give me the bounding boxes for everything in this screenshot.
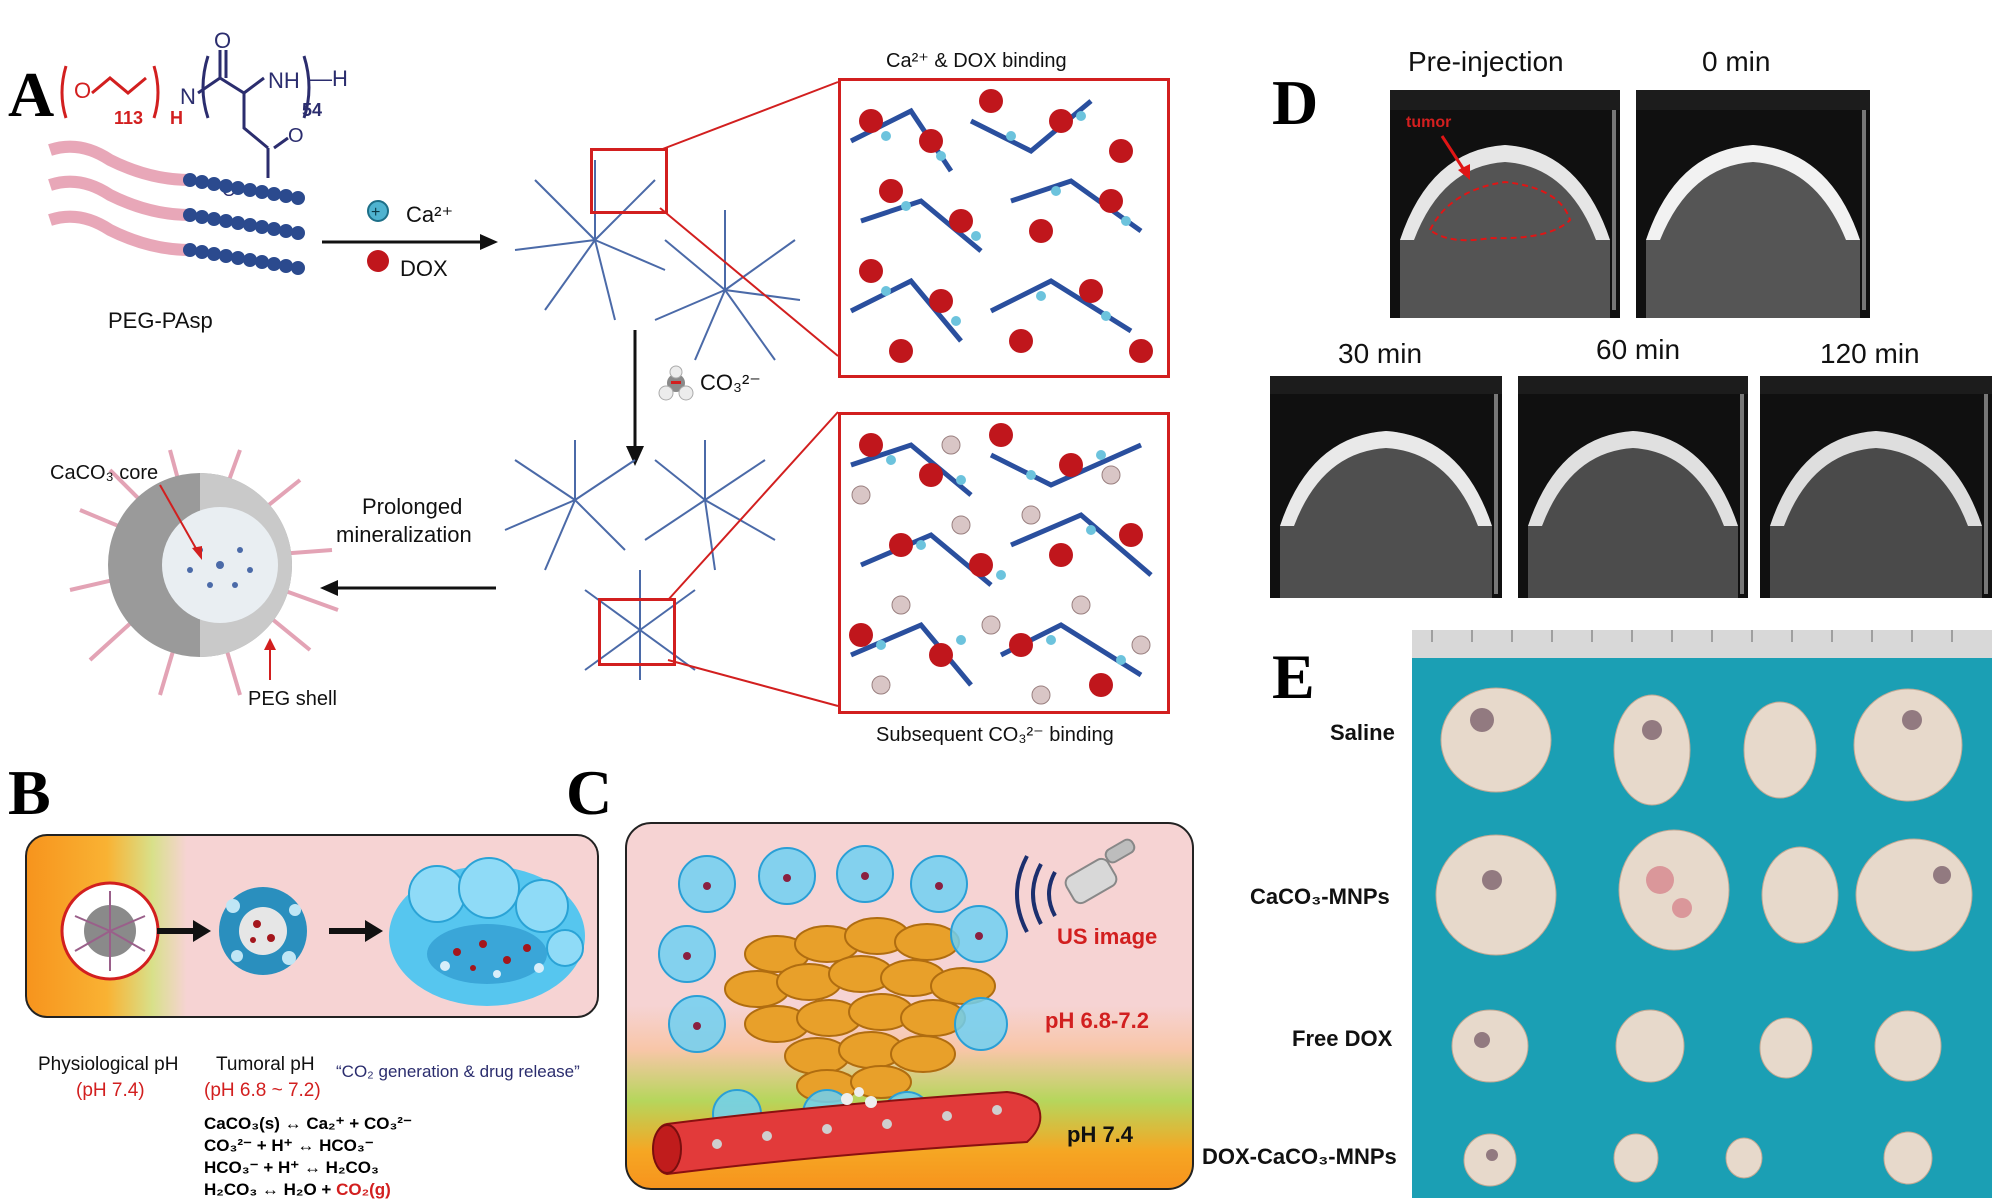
group-free-dox: Free DOX xyxy=(1292,1026,1393,1051)
us-frame-120min xyxy=(1760,376,1992,598)
panel-letter-a: A xyxy=(8,59,55,130)
phys-ph-label: Physiological pH xyxy=(38,1054,179,1075)
ph-gradient-box xyxy=(25,834,599,1018)
phys-ph-value: (pH 7.4) xyxy=(76,1080,145,1101)
svg-text:O: O xyxy=(74,78,91,103)
svg-text:O: O xyxy=(288,125,304,147)
equation-3: HCO₃⁻ + H⁺ ↔ H₂CO₃ xyxy=(204,1158,379,1177)
us-title-pre: Pre-injection xyxy=(1408,46,1564,77)
polymer-label: PEG-PAsp xyxy=(108,308,213,333)
us-frame-60min xyxy=(1518,376,1748,598)
tumoral-ph-value: (pH 6.8 ~ 7.2) xyxy=(204,1080,321,1101)
zoom-box-binding xyxy=(838,78,1170,378)
equation-4: H₂CO₃ ↔ H₂O + CO₂(g) xyxy=(204,1180,391,1200)
us-title-120min: 120 min xyxy=(1820,338,1920,369)
arrow-label-prolonged: Prolonged xyxy=(362,494,463,519)
ph-blood-label: pH 7.4 xyxy=(1067,1122,1134,1147)
shell-label: PEG shell xyxy=(248,688,337,710)
us-title-60min: 60 min xyxy=(1596,334,1681,365)
micelle-cluster-bottom xyxy=(504,440,776,680)
dox-label: DOX xyxy=(400,256,448,281)
us-frame-pre: tumor xyxy=(1390,90,1620,318)
tumoral-ph-label: Tumoral pH xyxy=(216,1054,315,1075)
panel-letter-c: C xyxy=(566,757,613,828)
svg-text:N: N xyxy=(180,84,196,109)
co2-generation-label: “CO₂ generation & drug release” xyxy=(336,1062,580,1081)
arrow-right-1 xyxy=(322,234,498,250)
binding-title: Ca²⁺ & DOX binding xyxy=(886,50,1067,72)
carbonate-icon xyxy=(658,365,694,401)
panel-letter-d: D xyxy=(1272,67,1319,138)
ph-tumor-label: pH 6.8-7.2 xyxy=(1045,1008,1149,1033)
group-dox-caco3-mnps: DOX-CaCO₃-MNPs xyxy=(1202,1144,1397,1169)
zoom-box-carbonate xyxy=(838,412,1170,714)
group-saline: Saline xyxy=(1330,720,1395,745)
peg-pasp-structure: O N O NH —H O xyxy=(60,28,348,178)
tumor-photo xyxy=(1412,630,1992,1198)
ca-label: Ca²⁺ xyxy=(406,202,454,227)
core-label: CaCO₃ core xyxy=(50,462,159,484)
group-caco3-mnps: CaCO₃-MNPs xyxy=(1250,884,1390,909)
pasp-repeat-count: 54 xyxy=(302,100,323,120)
peg-nh-h: H xyxy=(170,108,183,128)
equation-4-text: H₂CO₃ ↔ H₂O + xyxy=(204,1180,337,1199)
us-frame-0min xyxy=(1636,90,1870,318)
svg-text:O: O xyxy=(214,28,231,53)
panel-letter-b: B xyxy=(8,757,51,828)
caco3-nanoparticle xyxy=(69,449,339,696)
us-frame-30min xyxy=(1270,376,1502,598)
svg-text:—H: —H xyxy=(310,66,348,91)
arrow-left xyxy=(320,580,496,596)
svg-text:NH: NH xyxy=(268,68,300,93)
co3-label: CO₃²⁻ xyxy=(700,370,761,395)
polymer-strands xyxy=(48,140,305,275)
us-title-30min: 30 min xyxy=(1338,338,1423,369)
arrow-down xyxy=(626,330,644,466)
us-image-label: US image xyxy=(1057,924,1158,949)
micelle-cluster-top xyxy=(514,160,801,361)
svg-text:+: + xyxy=(371,204,380,221)
tumor-label: tumor xyxy=(1406,114,1452,131)
us-title-0min: 0 min xyxy=(1702,46,1771,77)
us-diagram-box: US image pH 6.8-7.2 pH 7.4 xyxy=(625,822,1194,1190)
equation-1: CaCO₃(s) ↔ Ca₂⁺ + CO₃²⁻ xyxy=(204,1114,412,1133)
zoom-lines-top xyxy=(659,81,839,357)
co2-gas: CO₂(g) xyxy=(336,1180,391,1199)
equation-2: CO₃²⁻ + H⁺ ↔ HCO₃⁻ xyxy=(204,1136,374,1155)
arrow-label-mineralization: mineralization xyxy=(336,522,472,547)
zoom-box-small-bottom xyxy=(598,598,676,666)
zoom-box-small-top xyxy=(590,148,668,214)
peg-repeat-count: 113 xyxy=(114,108,144,128)
zoom-lines-bottom xyxy=(667,411,839,707)
ca-dox-icons: + xyxy=(367,200,389,272)
subsequent-label: Subsequent CO₃²⁻ binding xyxy=(876,724,1114,746)
panel-letter-e: E xyxy=(1272,641,1315,712)
